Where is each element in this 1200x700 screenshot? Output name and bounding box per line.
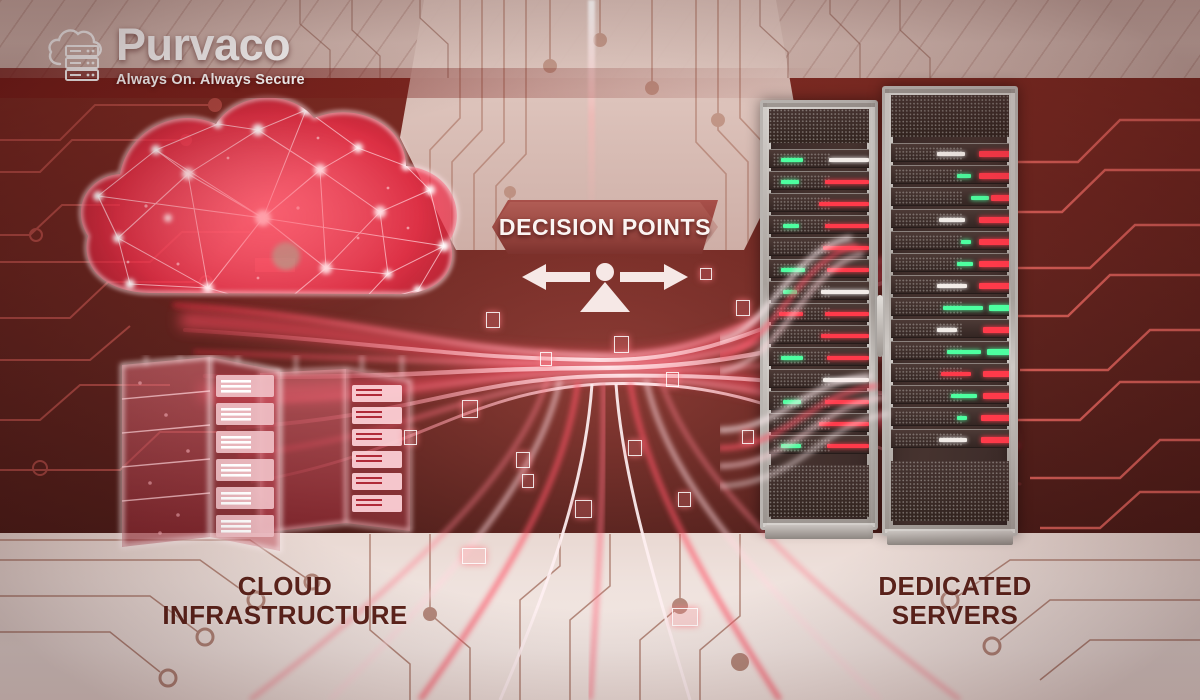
dedicated-server-cabinets <box>720 86 1045 550</box>
data-packet <box>486 312 500 328</box>
decision-points-banner <box>492 200 718 254</box>
cloud-infrastructure-label: CLOUD INFRASTRUCTURE <box>140 571 430 631</box>
neon-racks-svg <box>120 355 412 553</box>
data-packet <box>666 372 679 387</box>
cloud-label-line1: CLOUD <box>237 571 333 601</box>
data-packet <box>678 492 691 507</box>
brand-text: Purvaco Always On. Always Secure <box>116 22 305 88</box>
decision-points-label: DECISION POINTS <box>498 213 712 240</box>
data-packet <box>700 268 712 280</box>
data-packet <box>575 500 592 518</box>
cloud-label-line2: INFRASTRUCTURE <box>162 600 408 631</box>
cloud-server-racks-graphic <box>110 355 440 570</box>
dedicated-label-line1: DEDICATED <box>878 571 1032 601</box>
data-packet <box>672 608 698 626</box>
center-vertical-light <box>588 0 595 230</box>
data-packet <box>516 452 530 468</box>
balance-scale-icon <box>522 263 688 312</box>
brand-tagline: Always On. Always Secure <box>116 72 305 88</box>
cloud-network-graphic <box>18 48 518 378</box>
data-packet <box>628 440 642 456</box>
data-packet <box>736 300 750 316</box>
data-packet <box>462 400 478 418</box>
cloud-server-icon <box>44 24 106 86</box>
cloud-glow <box>18 48 518 378</box>
data-packet <box>614 336 629 353</box>
data-packet <box>404 430 417 445</box>
server-cable-bundle <box>720 236 890 488</box>
server-cabinet-right <box>877 86 1018 545</box>
dedicated-label-line2: SERVERS <box>891 600 1019 631</box>
decision-points-banner-inner <box>492 200 718 254</box>
data-packet <box>540 352 552 366</box>
header-band <box>0 68 1200 98</box>
server-cabinet-left <box>760 100 878 539</box>
dedicated-servers-label: DEDICATED SERVERS <box>835 571 1075 631</box>
data-packet <box>522 474 534 488</box>
brand-name: Purvaco <box>116 19 291 70</box>
data-packet <box>462 548 486 564</box>
brand-logo[interactable]: Purvaco Always On. Always Secure <box>44 22 305 88</box>
data-packet <box>742 430 754 444</box>
